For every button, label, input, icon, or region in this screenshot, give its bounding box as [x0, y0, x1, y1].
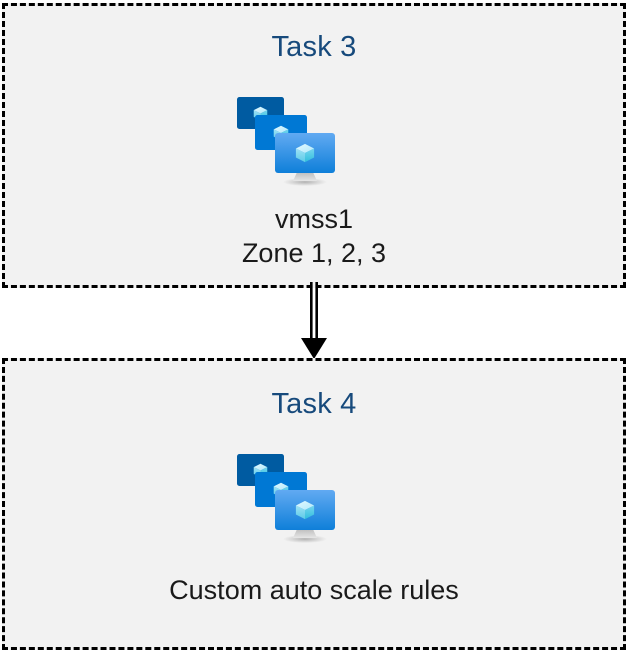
task-4-caption: Custom auto scale rules	[0, 573, 628, 607]
azure-vmss-icon	[234, 94, 338, 186]
vmss-monitor-front	[275, 490, 335, 530]
task-4-title: Task 4	[271, 388, 357, 420]
task-3-caption-line-1: vmss1	[274, 204, 353, 234]
task-3-title: Task 3	[271, 31, 357, 63]
task-4-caption-line-1: Custom auto scale rules	[169, 575, 459, 605]
vmss-cube-front	[295, 143, 315, 163]
vmss-monitor-front	[275, 133, 335, 173]
task-3-caption-line-2: Zone 1, 2, 3	[241, 238, 387, 268]
azure-vmss-icon	[234, 451, 338, 543]
task-3-caption: vmss1 Zone 1, 2, 3	[0, 202, 628, 270]
flow-arrow-down-icon	[296, 282, 332, 360]
